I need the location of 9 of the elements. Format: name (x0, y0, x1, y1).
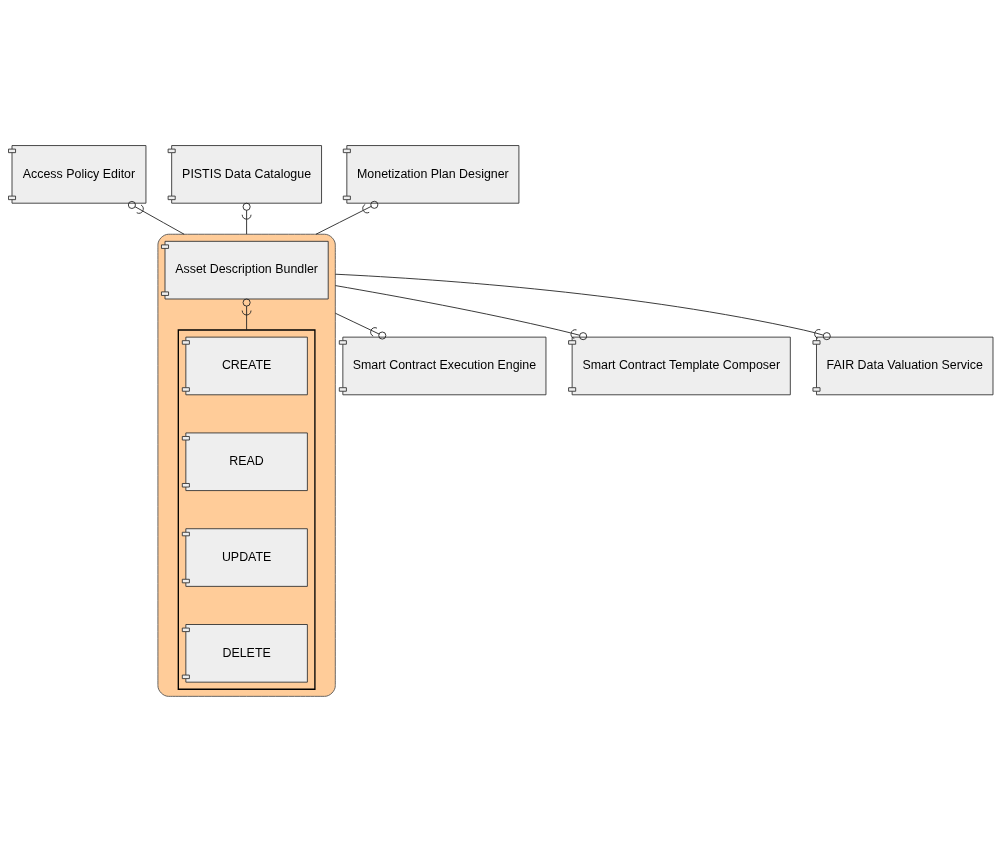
connector (315, 200, 379, 235)
connector (334, 312, 387, 340)
cluster (157, 233, 336, 697)
connector (241, 202, 252, 235)
connector (241, 298, 252, 331)
connector (127, 200, 185, 235)
cluster (177, 329, 316, 690)
connector (334, 285, 588, 341)
connector (334, 273, 831, 341)
